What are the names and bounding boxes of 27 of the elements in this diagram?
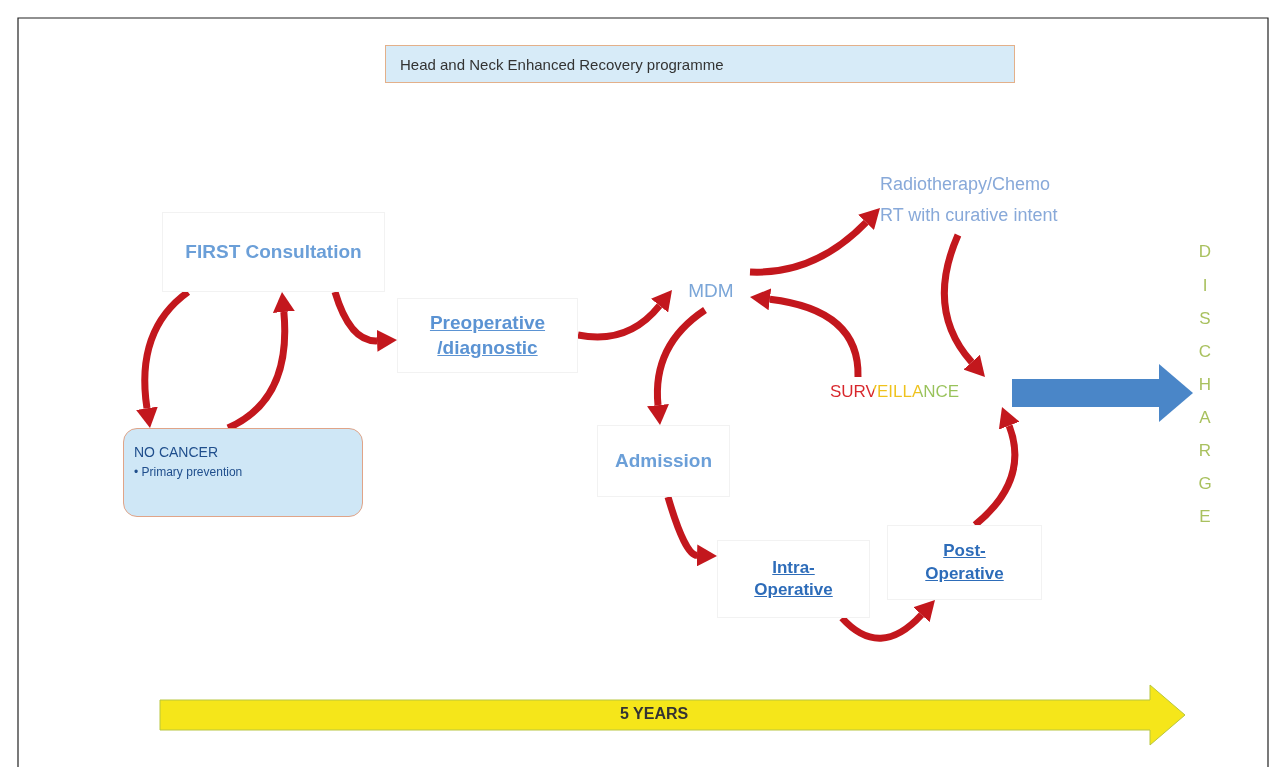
curved-arrow — [647, 307, 708, 426]
stage-label: Admission — [614, 448, 713, 473]
stage-box — [597, 425, 730, 497]
stage-label: FIRST Consultation — [185, 239, 362, 264]
curved-arrow — [577, 290, 673, 341]
block-arrow — [1012, 364, 1193, 422]
vertical-label: DISCHARGE — [1198, 241, 1212, 529]
stage-box — [887, 525, 1042, 600]
curved-arrow — [664, 496, 717, 567]
curved-arrow — [749, 208, 881, 276]
curved-arrow — [940, 233, 985, 378]
stage-label: Preoperative /diagnostic — [428, 310, 547, 360]
timeline-label: 5 YEARS — [620, 705, 689, 723]
diagram-title: Head and Neck Enhanced Recovery programme — [400, 55, 724, 73]
stage-label: Post- Operative — [924, 540, 1005, 585]
stage-box — [162, 212, 385, 292]
stage-label: NO CANCER — [134, 443, 218, 462]
curved-arrow — [331, 290, 397, 352]
stage-label: MDM — [688, 278, 734, 303]
stage-box — [397, 298, 578, 373]
curved-arrow — [750, 288, 862, 378]
bullet-text: • Primary prevention — [134, 465, 243, 481]
stage-label: Intra- Operative — [753, 556, 834, 601]
stage-label: Radiotherapy/Chemo RT with curative intent — [880, 172, 1059, 227]
outcome-box — [123, 428, 363, 517]
curved-arrow — [839, 600, 936, 642]
stage-box — [717, 540, 870, 618]
